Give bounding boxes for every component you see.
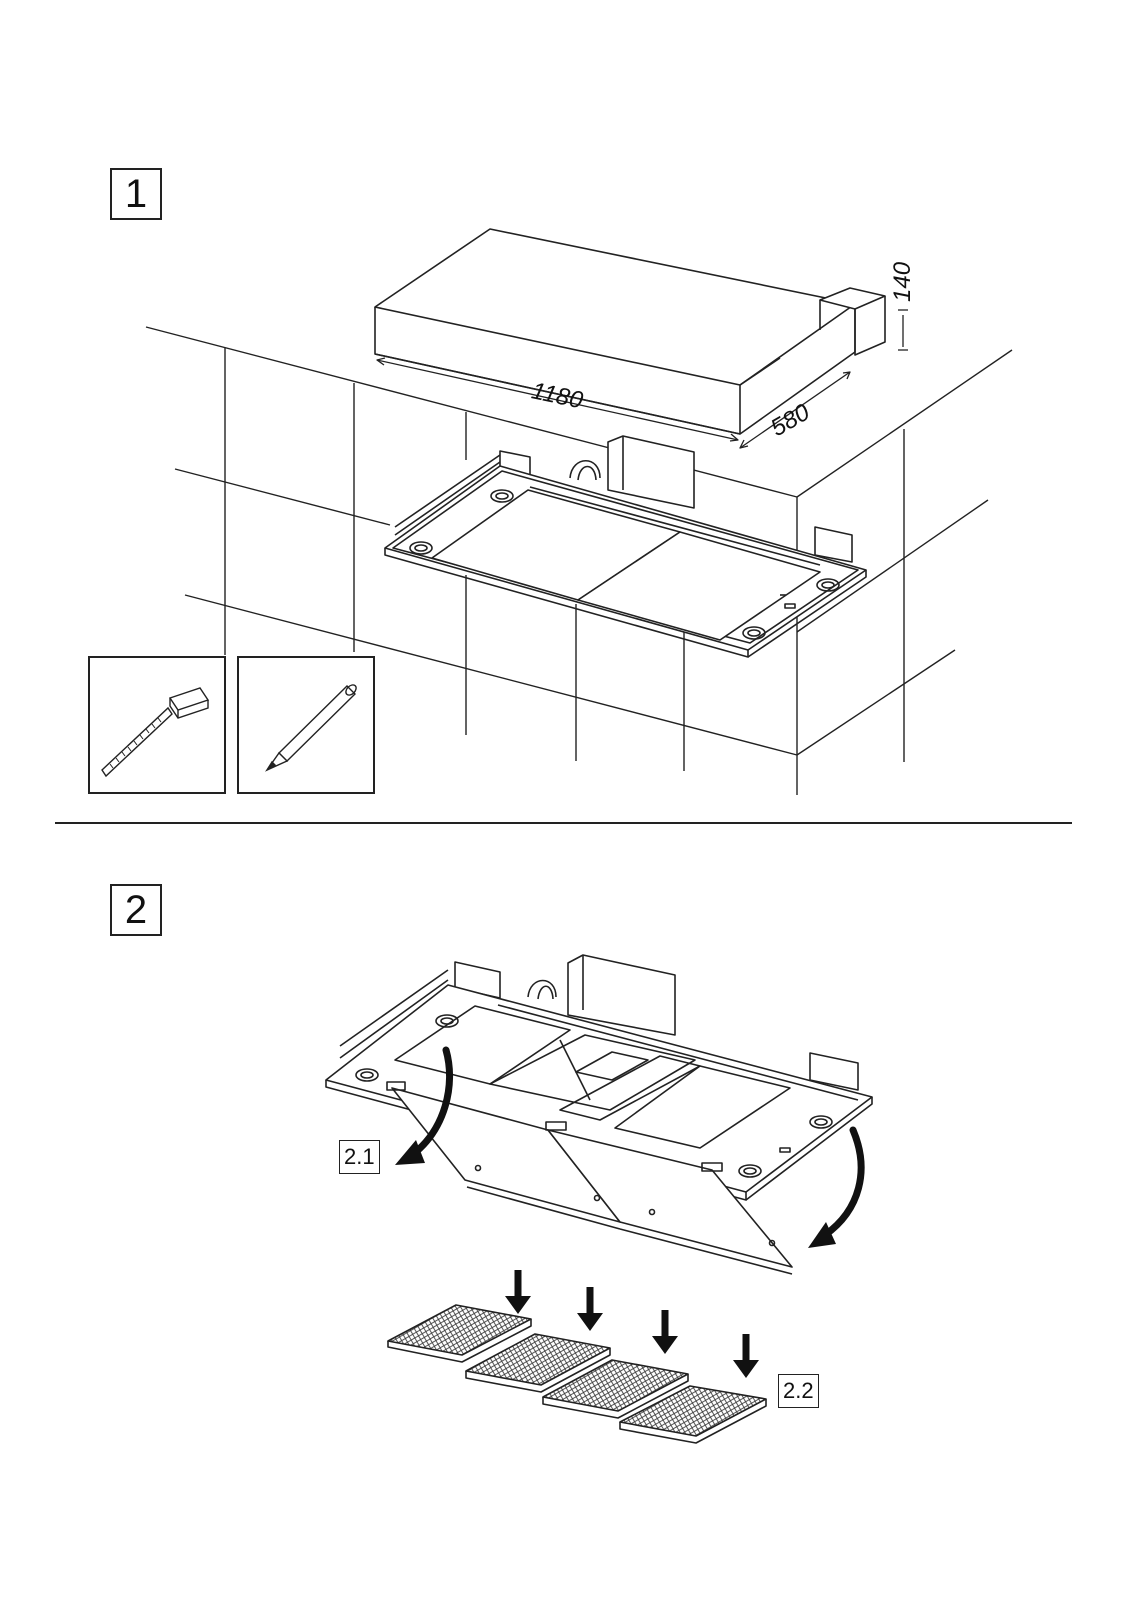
section-divider [55,822,1072,824]
substep-2-1-label: 2.1 [339,1140,380,1174]
tape-measure-icon [90,658,228,796]
step-1-label: 1 [110,168,162,220]
dimension-height-text: 140 [889,261,916,302]
step-2-label: 2 [110,884,162,936]
hood-unit-step2 [326,955,872,1274]
pencil-icon [239,658,377,796]
hood-unit-step1 [385,436,866,657]
tool-box-pencil [237,656,375,794]
dimension-depth-text: 580 [766,398,815,442]
dimension-length-text: 1180 [529,377,586,414]
tool-box-tape-measure [88,656,226,794]
grease-filters [388,1305,766,1443]
cutout-box [375,229,885,434]
substep-2-2-label: 2.2 [778,1374,819,1408]
